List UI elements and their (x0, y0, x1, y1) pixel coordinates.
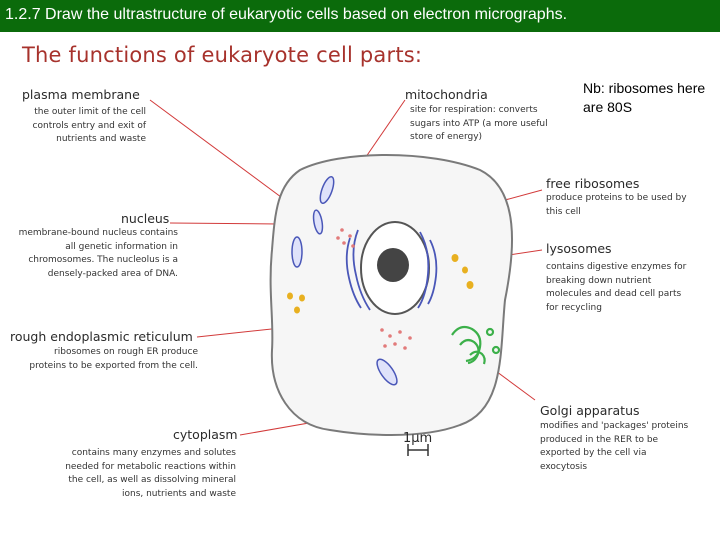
lysosome-shapes (287, 254, 474, 314)
mitochondria-shapes (291, 175, 398, 386)
label-rough-er: rough endoplasmic reticulum (10, 329, 193, 344)
desc-golgi: modifies and 'packages' proteins produce… (540, 421, 689, 472)
desc-rough-er: ribosomes on rough ER produce proteins t… (29, 347, 198, 371)
title-bar: 1.2.7 Draw the ultrastructure of eukaryo… (0, 0, 720, 32)
nucleolus (377, 248, 409, 282)
rough-er-shape (345, 229, 438, 311)
desc-free-ribosomes: produce proteins to be used by this cell (546, 193, 687, 217)
scale-bar-shape (407, 444, 429, 456)
golgi-shape (451, 325, 501, 365)
label-nucleus: nucleus (121, 211, 170, 226)
title-bar-text: 1.2.7 Draw the ultrastructure of eukaryo… (5, 6, 568, 23)
label-plasma-membrane: plasma membrane (22, 87, 140, 102)
desc-plasma-membrane: the outer limit of the cell controls ent… (32, 107, 146, 144)
desc-cytoplasm: contains many enzymes and solutes needed… (65, 448, 236, 499)
label-free-ribosomes: free ribosomes (546, 176, 640, 191)
label-cytoplasm: cytoplasm (173, 427, 238, 442)
pointer-plasma-membrane (149, 99, 286, 201)
scale-bar-label: 1μm (403, 431, 433, 446)
ribosome-note: Nb: ribosomes here are 80S (583, 80, 706, 115)
label-mitochondria: mitochondria (405, 87, 488, 102)
free-ribosome-shapes (336, 228, 412, 350)
desc-mitochondria: site for respiration: converts sugars in… (410, 105, 548, 142)
label-lysosomes: lysosomes (546, 241, 612, 256)
slide-heading: The functions of eukaryote cell parts: (22, 43, 423, 67)
label-golgi: Golgi apparatus (540, 403, 640, 418)
desc-lysosomes: contains digestive enzymes for breaking … (546, 262, 687, 313)
desc-nucleus: membrane-bound nucleus contains all gene… (18, 228, 178, 279)
